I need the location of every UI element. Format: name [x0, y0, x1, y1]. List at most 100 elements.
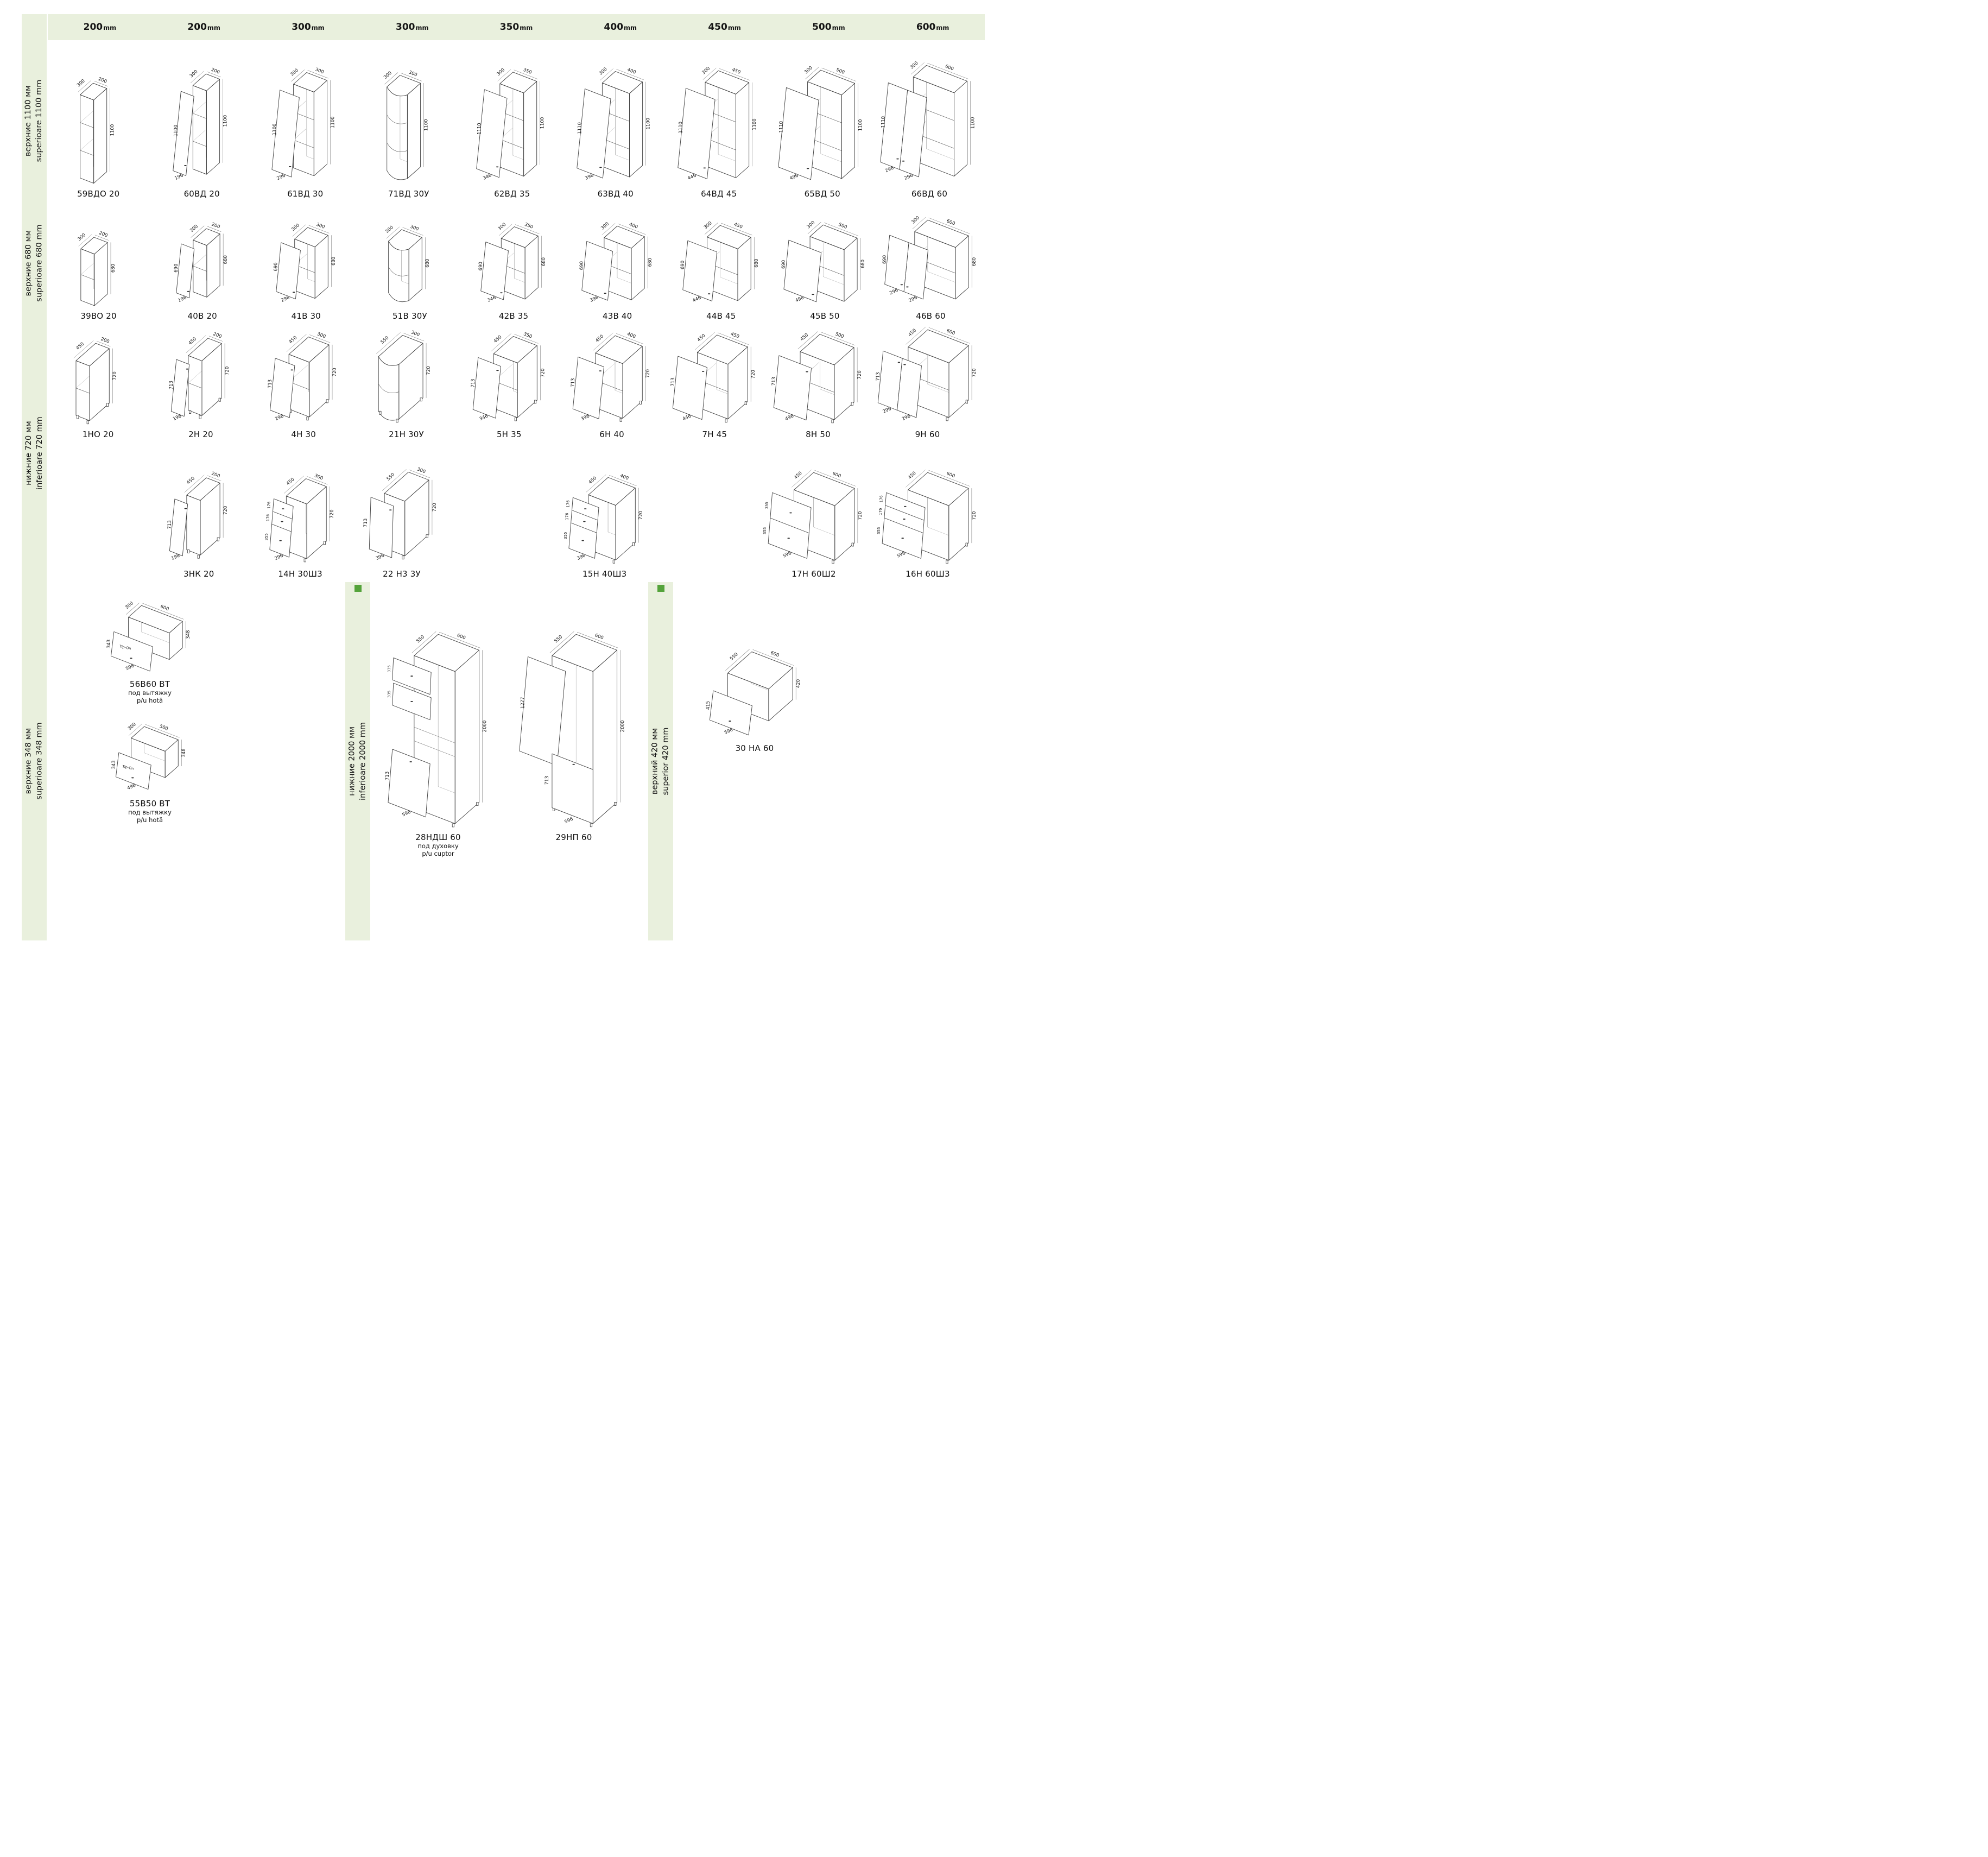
svg-text:450: 450 — [285, 477, 295, 487]
svg-text:450: 450 — [799, 332, 809, 342]
column-header-unit: mm — [936, 24, 949, 31]
column-header-value: 200 — [83, 22, 103, 33]
svg-text:680: 680 — [972, 257, 977, 266]
cabinet-code: 66ВД 60 — [911, 189, 948, 199]
section-label-ro: inferioare 720 mm — [35, 416, 44, 490]
cabinet-code: 42В 35 — [498, 311, 529, 321]
cabinet-code: 8Н 50 — [806, 429, 831, 439]
svg-text:1100: 1100 — [539, 117, 545, 129]
svg-text:720: 720 — [645, 369, 651, 378]
cabinet-code: 29НП 60 — [555, 832, 592, 842]
green-marker — [354, 585, 362, 592]
cabinet-code: 62ВД 35 — [494, 189, 530, 199]
column-header-unit: mm — [727, 24, 741, 31]
section-label-ro: superioare 680 mm — [35, 224, 44, 302]
svg-text:1100: 1100 — [331, 116, 336, 128]
column-header: 200mm — [152, 22, 256, 33]
svg-text:1100: 1100 — [645, 118, 651, 130]
svg-text:720: 720 — [857, 370, 863, 379]
cabinet-sublabel: под духовку — [417, 842, 459, 850]
svg-text:176: 176 — [878, 508, 883, 515]
svg-text:355: 355 — [765, 502, 769, 509]
svg-text:713: 713 — [470, 379, 476, 388]
svg-text:300: 300 — [189, 224, 199, 233]
svg-text:300: 300 — [313, 473, 324, 481]
svg-text:200: 200 — [100, 337, 110, 345]
svg-text:720: 720 — [638, 511, 643, 520]
cabinet-code: 7Н 45 — [702, 429, 727, 439]
svg-text:300: 300 — [410, 330, 421, 338]
svg-text:600: 600 — [456, 633, 466, 641]
svg-text:176: 176 — [879, 495, 884, 502]
svg-text:680: 680 — [223, 255, 229, 264]
svg-text:690: 690 — [174, 264, 179, 273]
svg-text:355: 355 — [564, 532, 568, 539]
section-label-ru: верхние 1100 мм — [24, 85, 33, 157]
svg-text:343: 343 — [106, 640, 112, 648]
svg-text:2000: 2000 — [620, 721, 625, 732]
svg-text:355: 355 — [763, 527, 767, 534]
svg-text:415: 415 — [706, 701, 711, 710]
cabinet-code: 71ВД 30У — [388, 189, 429, 199]
column-header-value: 350 — [499, 22, 520, 33]
svg-text:1110: 1110 — [678, 122, 683, 134]
svg-text:300: 300 — [910, 215, 921, 225]
svg-text:1110: 1110 — [476, 123, 482, 135]
svg-text:690: 690 — [680, 261, 686, 269]
svg-text:300: 300 — [806, 220, 816, 230]
svg-text:690: 690 — [478, 262, 483, 270]
svg-text:713: 713 — [268, 380, 273, 388]
cabinet-code: 14Н 30Ш3 — [278, 569, 322, 579]
column-header-value: 600 — [916, 22, 936, 33]
column-header: 450mm — [673, 22, 777, 33]
svg-text:1100: 1100 — [273, 123, 278, 135]
section-label-ro: inferioare 2000 mm — [358, 722, 367, 800]
svg-text:713: 713 — [168, 381, 174, 389]
cabinet-code: 61ВД 30 — [287, 189, 324, 199]
column-header: 350mm — [464, 22, 568, 33]
svg-text:200: 200 — [210, 67, 220, 75]
svg-text:400: 400 — [626, 331, 637, 339]
svg-text:300: 300 — [189, 69, 199, 79]
cabinet-code: 60ВД 20 — [183, 189, 220, 199]
column-header: 300mm — [256, 22, 360, 33]
svg-text:680: 680 — [110, 264, 116, 273]
cabinet-code: 9Н 60 — [915, 429, 940, 439]
svg-text:355: 355 — [264, 533, 268, 540]
svg-text:1100: 1100 — [173, 125, 179, 137]
